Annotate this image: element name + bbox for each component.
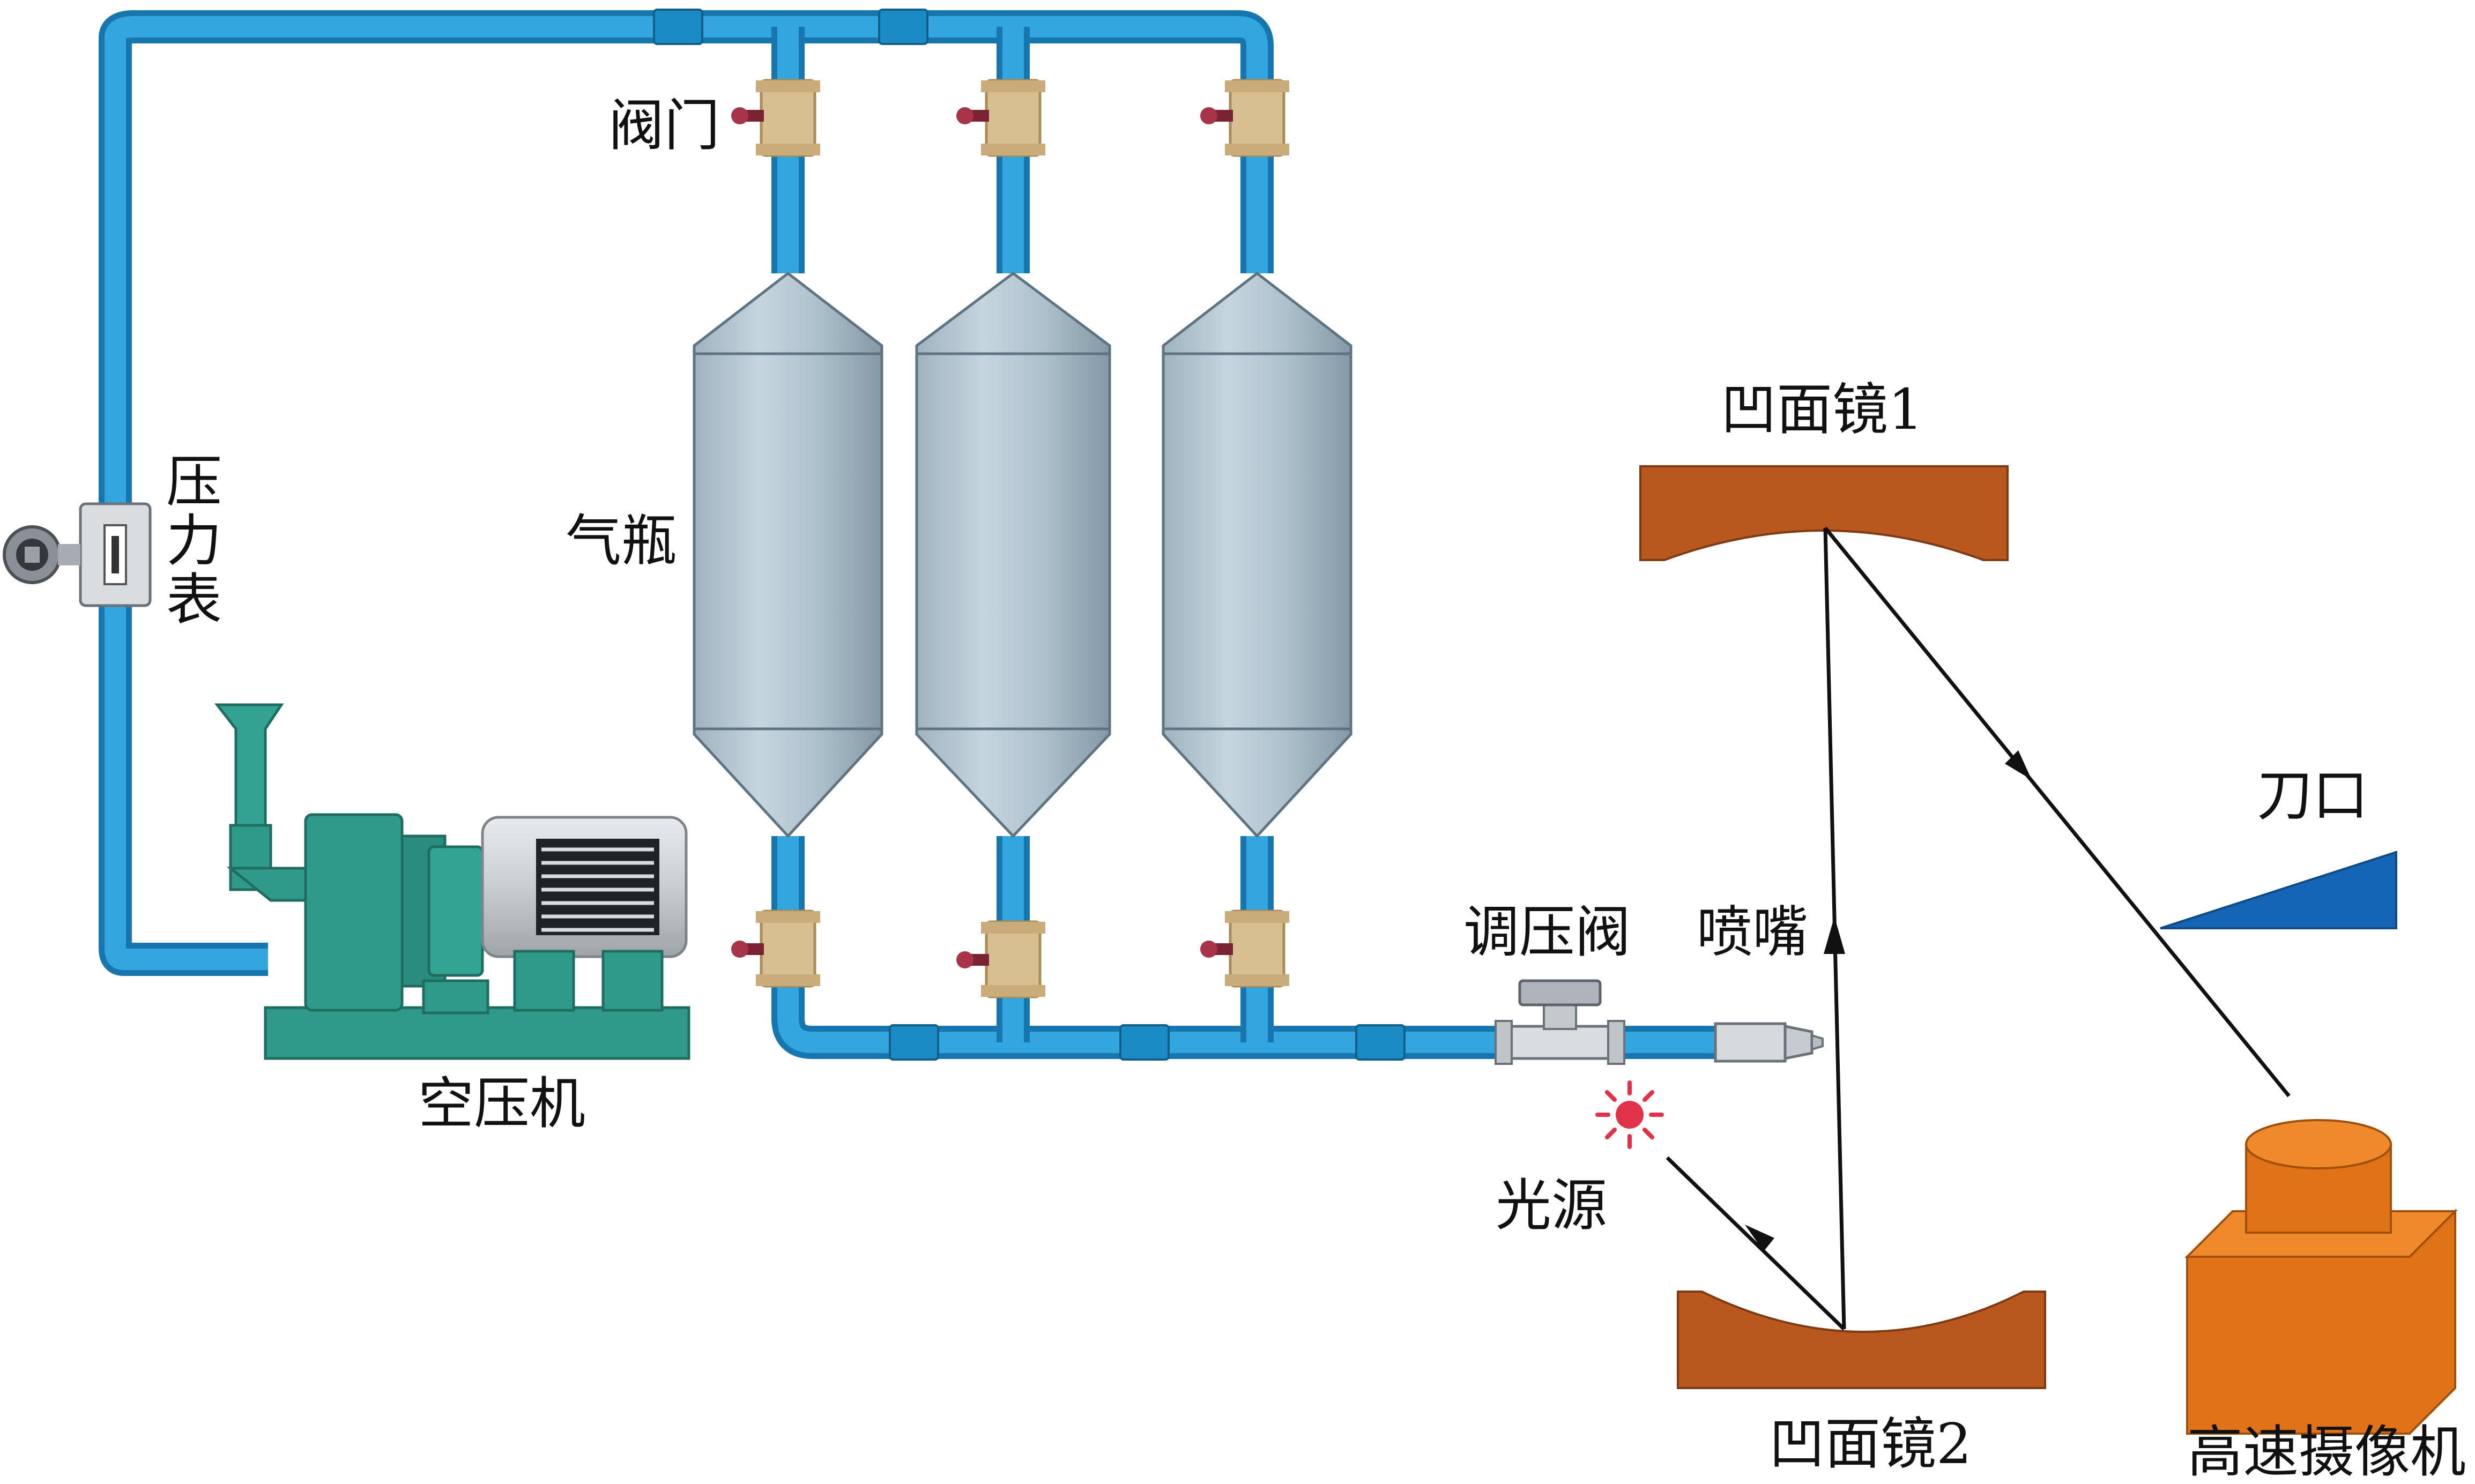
knife-edge-label: 刀口	[2257, 763, 2368, 828]
valve-bottom-2	[956, 920, 1045, 998]
regulator-label: 调压阀	[1463, 899, 1631, 965]
gas-cylinder-1	[693, 271, 883, 838]
pipe-couplings	[653, 9, 1406, 1061]
mirror-2-label: 凹面镜2	[1769, 1411, 1972, 1476]
ray-arrows	[1745, 750, 2032, 1251]
concave-mirror-2	[1677, 1291, 2046, 1389]
valve-top-2	[956, 79, 1045, 157]
pressure-regulator	[1495, 979, 1625, 1065]
camera-label: 高速摄像机	[2187, 1419, 2466, 1484]
ray-source-to-mirror2	[1666, 1156, 1846, 1331]
concave-mirror-1	[1639, 465, 2009, 561]
arrow-3	[2005, 750, 2032, 780]
high-speed-camera	[2184, 1119, 2458, 1435]
gas-cylinder-2	[915, 271, 1111, 838]
arrow-1	[1745, 1225, 1774, 1251]
pressure-gauge-label-3: 表	[166, 567, 222, 632]
gas-cylinder-3	[1162, 271, 1352, 838]
compressor-label: 空压机	[418, 1071, 585, 1136]
valve-top-3	[1200, 79, 1289, 157]
arrow-2	[1824, 916, 1845, 954]
light-source-label: 光源	[1496, 1173, 1607, 1238]
gas-cylinder-label: 气瓶	[566, 508, 677, 573]
ray-mirror1-to-camera	[1824, 526, 2291, 1098]
pressure-gauge	[3, 502, 152, 607]
valve-bottom-1	[731, 909, 820, 988]
mirror-1-label: 凹面镜1	[1721, 377, 1923, 442]
pressure-gauge-label-1: 压	[166, 449, 222, 514]
nozzle	[1714, 1022, 1824, 1063]
air-compressor	[214, 703, 690, 1060]
light-source	[1595, 1080, 1664, 1149]
valve-label: 阀门	[608, 93, 720, 158]
valve-top-1	[731, 79, 820, 157]
pressure-gauge-label-2: 力	[166, 508, 222, 573]
knife-edge	[2160, 851, 2397, 929]
nozzle-label: 喷嘴	[1697, 899, 1808, 965]
valve-bottom-3	[1200, 909, 1289, 988]
